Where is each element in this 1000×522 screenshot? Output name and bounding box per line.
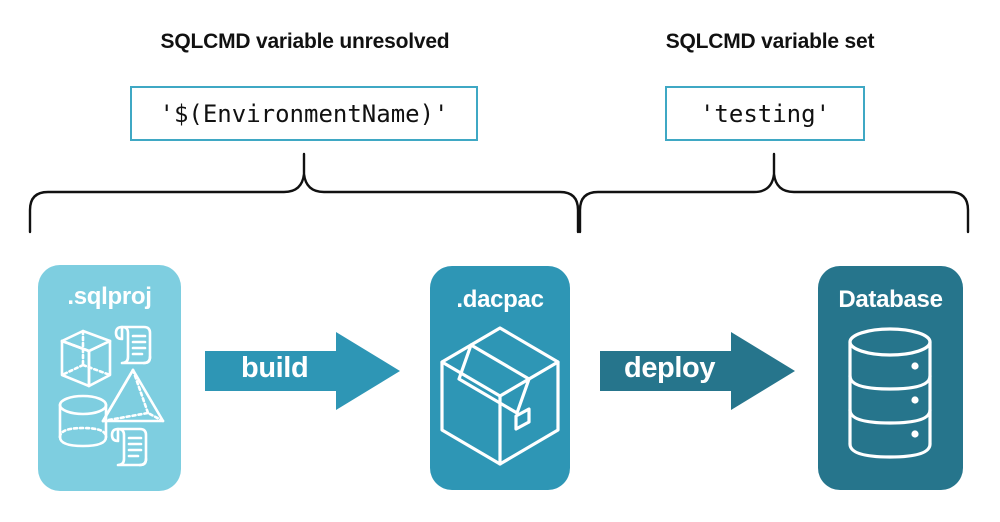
- arrow-build-label: build: [241, 352, 309, 384]
- scroll-icon: [114, 325, 152, 365]
- cylinder-icon: [58, 394, 108, 448]
- code-box-environment-name: '$(EnvironmentName)': [130, 86, 478, 141]
- stage-box-database-label: Database: [838, 286, 943, 313]
- database-cylinder-icon: [818, 320, 963, 490]
- scroll-icon: [110, 427, 148, 467]
- arrow-deploy-label: deploy: [624, 352, 716, 384]
- stage-box-sqlproj[interactable]: .sqlproj: [38, 265, 181, 491]
- cube-icon: [60, 329, 112, 388]
- arrow-build: build: [205, 332, 400, 415]
- stage-box-dacpac[interactable]: .dacpac: [430, 266, 570, 490]
- stage-box-sqlproj-label: .sqlproj: [67, 283, 152, 310]
- brace-right: [578, 152, 970, 239]
- heading-sqlcmd-set: SQLCMD variable set: [665, 30, 875, 53]
- arrow-deploy: deploy: [600, 332, 795, 415]
- brace-left: [28, 152, 580, 239]
- stage-box-dacpac-label: .dacpac: [456, 286, 544, 313]
- stage-box-database[interactable]: Database: [818, 266, 963, 490]
- package-box-icon: [430, 318, 570, 488]
- code-box-testing: 'testing': [665, 86, 865, 141]
- pyramid-icon: [101, 368, 165, 423]
- heading-sqlcmd-unresolved: SQLCMD variable unresolved: [160, 30, 450, 53]
- sqlproj-icon-cluster: [38, 313, 181, 483]
